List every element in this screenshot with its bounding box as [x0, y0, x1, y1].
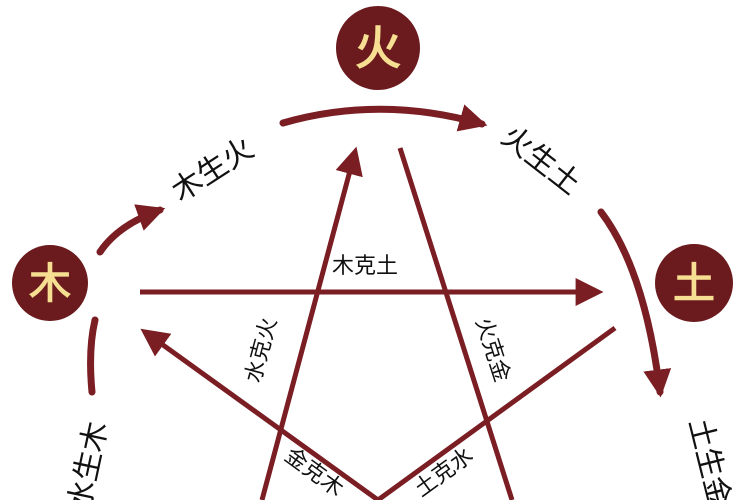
label-wood-earth: 木克土	[332, 254, 398, 279]
node-fire-circle	[336, 6, 420, 90]
node-fire-label: 火	[355, 21, 401, 75]
label-fire-earth: 火生土	[495, 119, 587, 202]
arc-wood-to-fire	[96, 204, 166, 256]
node-earth-circle	[655, 244, 733, 322]
node-earth: 土	[655, 244, 733, 322]
arc-earth-to-metal	[597, 208, 672, 398]
label-wood-fire: 木生火	[166, 131, 261, 209]
line-earth-to-water	[376, 325, 617, 503]
arc-water-to-wood	[87, 316, 99, 396]
arc-fire-to-earth	[279, 104, 488, 132]
line-metal-to-wood	[140, 328, 380, 503]
generating-labels: 木生火 火生土 土生金 水生木	[62, 119, 737, 504]
label-earth-metal: 土生金	[681, 415, 737, 500]
node-earth-label: 土	[673, 259, 715, 308]
node-wood-circle	[12, 245, 88, 321]
node-wood-label: 木	[29, 259, 71, 308]
line-fire-to-metal	[397, 147, 515, 501]
label-water-fire: 水克火	[241, 315, 282, 385]
label-water-wood: 水生木	[62, 418, 115, 500]
controlling-star	[140, 146, 617, 503]
node-fire: 火	[336, 6, 420, 90]
line-water-to-fire	[259, 146, 363, 501]
label-fire-metal: 火克金	[470, 315, 514, 386]
node-wood: 木	[12, 245, 88, 321]
generating-cycle	[87, 104, 672, 398]
